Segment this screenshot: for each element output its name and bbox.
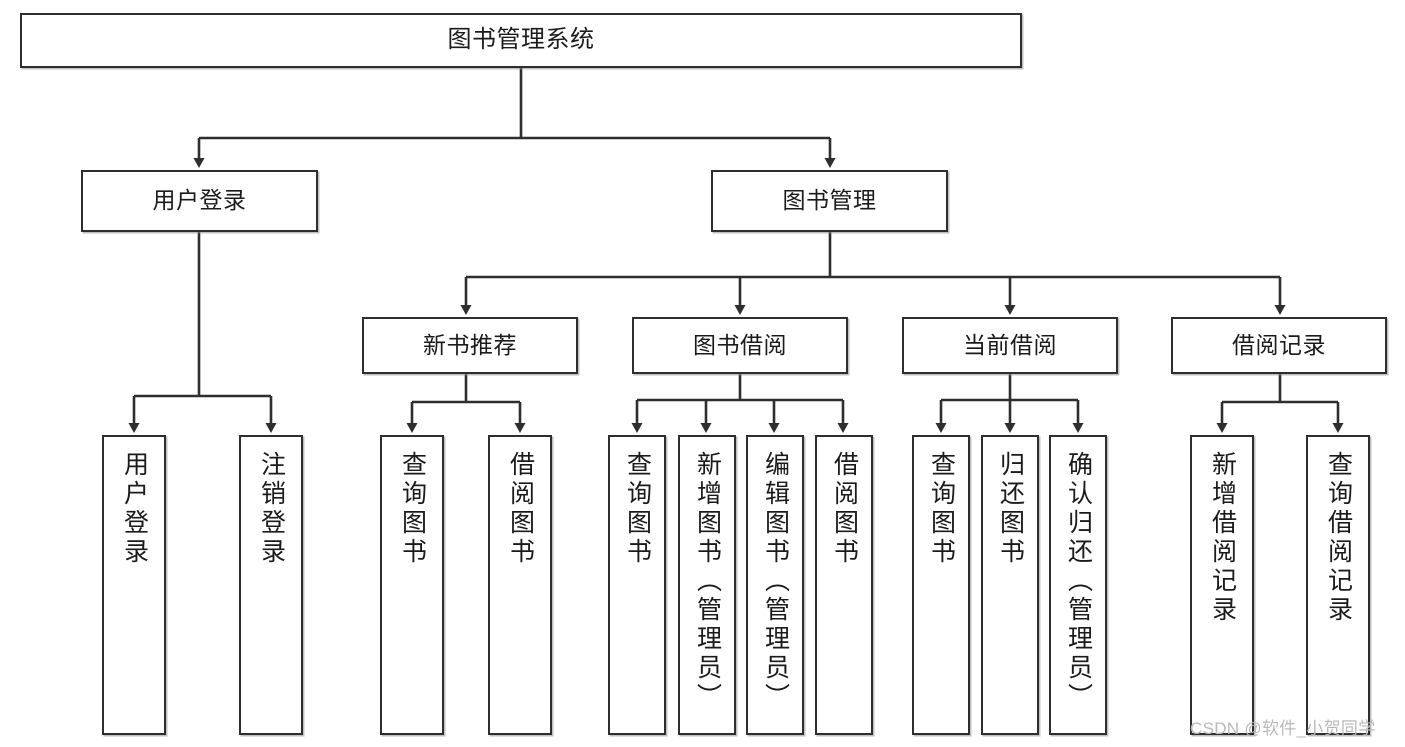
leaf-query-book-current[interactable]: 查询图书 <box>912 435 970 735</box>
node-new-book-recommend[interactable]: 新书推荐 <box>362 317 578 374</box>
node-root-system[interactable]: 图书管理系统 <box>20 13 1022 68</box>
leaf-borrow-book[interactable]: 借阅图书 <box>815 435 873 735</box>
leaf-query-borrow-record[interactable]: 查询借阅记录 <box>1306 435 1370 735</box>
leaf-add-book-admin[interactable]: 新增图书（管理员） <box>678 435 736 735</box>
leaf-confirm-return-admin[interactable]: 确认归还（管理员） <box>1049 435 1107 735</box>
leaf-logout[interactable]: 注销登录 <box>239 435 303 735</box>
node-label: 确认归还（管理员） <box>1064 451 1093 712</box>
node-label: 当前借阅 <box>963 331 1057 358</box>
node-label: 查询图书 <box>927 451 956 567</box>
node-borrow-record[interactable]: 借阅记录 <box>1171 317 1387 374</box>
node-label: 图书管理系统 <box>447 26 595 54</box>
leaf-return-book[interactable]: 归还图书 <box>981 435 1039 735</box>
leaf-add-borrow-record[interactable]: 新增借阅记录 <box>1190 435 1254 735</box>
node-label: 借阅记录 <box>1232 331 1326 358</box>
node-label: 图书借阅 <box>693 331 787 358</box>
watermark: CSDN @软件_小贺同学 <box>1190 719 1376 738</box>
node-label: 查询图书 <box>398 451 427 567</box>
leaf-query-book-recommend[interactable]: 查询图书 <box>380 435 444 735</box>
node-label: 新增图书（管理员） <box>693 451 722 712</box>
node-label: 图书管理 <box>782 187 877 214</box>
node-book-management[interactable]: 图书管理 <box>711 170 948 232</box>
node-label: 归还图书 <box>996 451 1025 567</box>
node-label: 借阅图书 <box>830 451 859 567</box>
node-label: 用户登录 <box>152 187 247 214</box>
leaf-borrow-book-recommend[interactable]: 借阅图书 <box>488 435 552 735</box>
node-label: 查询借阅记录 <box>1324 451 1353 625</box>
node-label: 注销登录 <box>257 451 286 567</box>
node-label: 新增借阅记录 <box>1208 451 1237 625</box>
node-current-borrow[interactable]: 当前借阅 <box>902 317 1118 374</box>
node-label: 新书推荐 <box>423 331 517 358</box>
node-label: 借阅图书 <box>506 451 535 567</box>
node-label: 查询图书 <box>623 451 652 567</box>
leaf-edit-book-admin[interactable]: 编辑图书（管理员） <box>746 435 804 735</box>
node-user-login[interactable]: 用户登录 <box>81 170 318 232</box>
node-label: 编辑图书（管理员） <box>761 451 790 712</box>
leaf-user-login[interactable]: 用户登录 <box>102 435 166 735</box>
leaf-query-book-borrow[interactable]: 查询图书 <box>608 435 666 735</box>
node-book-borrow[interactable]: 图书借阅 <box>632 317 848 374</box>
node-label: 用户登录 <box>120 451 149 567</box>
